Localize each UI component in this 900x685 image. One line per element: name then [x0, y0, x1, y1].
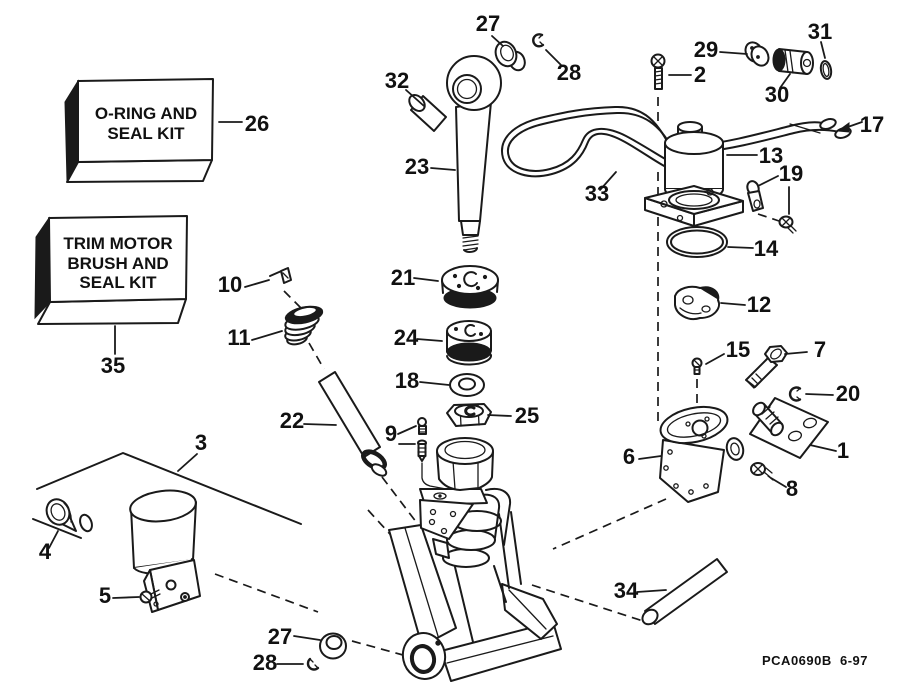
callout-27-top: 27	[476, 11, 500, 36]
part-2-screw	[650, 53, 666, 90]
part-28-snap-ring-bottom	[306, 657, 320, 671]
part-3-bracket-outline	[32, 452, 302, 539]
part-5-screw	[139, 589, 161, 604]
part-26-kit-box: O-RING AND SEAL KIT	[64, 78, 214, 183]
part-19-link-and-screw	[746, 180, 797, 234]
part-4-bushing-oring	[45, 498, 93, 533]
callout-26: 26	[245, 111, 269, 136]
kit-35-label-line3: SEAL KIT	[79, 273, 157, 292]
part-20-snap-ring	[788, 386, 802, 402]
callout-1: 1	[837, 438, 849, 463]
part-8-screw	[750, 462, 774, 481]
part-14-oring	[666, 226, 728, 258]
callout-29: 29	[694, 37, 718, 62]
callout-3: 3	[195, 430, 207, 455]
callout-10: 10	[218, 272, 242, 297]
callout-22: 22	[280, 408, 304, 433]
callout-32: 32	[385, 68, 409, 93]
part-13-electric-motor	[644, 121, 744, 227]
part-27-bushing-bottom	[319, 632, 347, 660]
assembly-dashed-lines	[214, 97, 780, 656]
callout-12: 12	[747, 292, 771, 317]
callout-25: 25	[515, 403, 539, 428]
callout-17: 17	[860, 112, 884, 137]
callout-21: 21	[391, 265, 415, 290]
callout-13: 13	[759, 143, 783, 168]
leader-lines	[48, 35, 863, 665]
callout-33: 33	[585, 181, 609, 206]
callout-30: 30	[765, 82, 789, 107]
part-32-pin	[408, 94, 447, 132]
part-27-bushing-top	[494, 40, 526, 72]
part-21-reservoir-cap	[441, 265, 499, 309]
part-6-pump-bracket	[659, 405, 745, 503]
callout-28-bottom: 28	[253, 650, 277, 675]
callout-9: 9	[385, 421, 397, 446]
callout-28-top: 28	[557, 60, 581, 85]
part-31-oring	[819, 60, 833, 80]
part-25-hex-nut	[446, 403, 492, 427]
part-34-rod	[641, 558, 728, 626]
part-9-valve-parts	[417, 417, 447, 490]
callout-15: 15	[726, 337, 750, 362]
callout-6: 6	[623, 444, 635, 469]
part-24-seal-spool	[446, 320, 493, 366]
part-15-bleed-screw	[691, 357, 703, 375]
callout-20: 20	[836, 381, 860, 406]
part-28-snap-ring-top	[532, 33, 545, 48]
callout-4: 4	[39, 539, 52, 564]
callout-5: 5	[99, 583, 111, 608]
callout-11: 11	[227, 325, 250, 350]
kit-26-label-line2: SEAL KIT	[107, 124, 185, 143]
kit-35-label-line2: BRUSH AND	[67, 254, 168, 273]
trim-motor-assembly	[129, 489, 201, 613]
main-housing-assembly	[388, 437, 562, 682]
part-18-washer	[449, 373, 485, 397]
callout-19: 19	[779, 161, 803, 186]
part-22-pivot-rod	[318, 371, 388, 477]
kit-35-label-line1: TRIM MOTOR	[63, 234, 172, 253]
part-23-tilt-shaft	[446, 55, 502, 253]
callout-27-bottom: 27	[268, 624, 292, 649]
callout-14: 14	[754, 236, 779, 261]
callout-31: 31	[808, 19, 832, 44]
part-10-anode-screw	[269, 267, 292, 284]
part-33-motor-cable	[501, 105, 841, 178]
callout-8: 8	[786, 476, 798, 501]
callout-labels: 27 28 32 2 29 30 31 17 26 23 13 19 33 14…	[39, 11, 884, 675]
kit-26-label-line1: O-RING AND	[95, 104, 197, 123]
callout-24: 24	[394, 325, 419, 350]
callout-2: 2	[694, 62, 706, 87]
callout-35: 35	[101, 353, 125, 378]
part-30-brush-cylinder	[772, 48, 814, 75]
callout-18: 18	[395, 368, 419, 393]
drawing-code: PCA0690B 6-97	[762, 653, 868, 668]
part-11-ribbed-bushing	[284, 305, 324, 346]
part-1-valve-plate	[749, 397, 829, 459]
part-12-end-plate	[674, 285, 720, 320]
callout-34: 34	[614, 578, 639, 603]
callout-23: 23	[405, 154, 429, 179]
part-35-kit-box: TRIM MOTOR BRUSH AND SEAL KIT	[34, 215, 188, 325]
part-7-bolt	[745, 345, 788, 389]
part-29-ring	[744, 41, 770, 67]
callout-7: 7	[814, 337, 826, 362]
